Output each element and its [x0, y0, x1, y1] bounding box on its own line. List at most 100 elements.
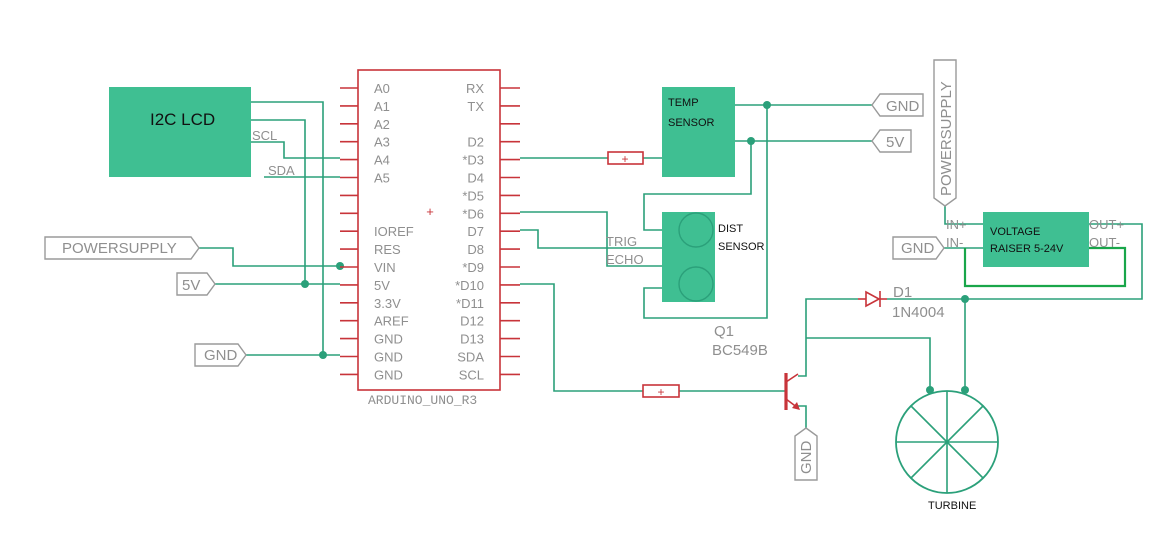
resistor-d10: +: [642, 384, 680, 399]
diode-d1: D1 1N4004: [858, 284, 945, 321]
arduino-right-pin-label: D2: [467, 135, 484, 150]
arduino-right-pin-label: D7: [467, 224, 484, 239]
wire-d7-trig: [520, 229, 662, 249]
arduino-left-pin-label: AREF: [374, 314, 409, 329]
voltage-raiser-in-minus: IN-: [946, 235, 963, 250]
arduino-right-pin-label: D4: [467, 171, 484, 186]
i2c-lcd: I2C LCD SCL SDA: [109, 87, 295, 178]
wire-powersupply-vin: [199, 247, 340, 267]
arduino-right-pin-label: *D5: [462, 188, 484, 203]
wires: [199, 101, 1143, 428]
port-powersupply-left: POWERSUPPLY: [44, 236, 200, 260]
arduino-right-pin-label: SCL: [459, 367, 484, 382]
port-gnd-raiser: GND: [892, 236, 945, 260]
junction-dots: [301, 101, 969, 394]
arduino-name: ARDUINO_UNO_R3: [368, 393, 477, 408]
wire-lcd-vcc: [251, 119, 306, 284]
voltage-raiser-out-plus: OUT+: [1089, 217, 1124, 232]
transistor-collector-leg: [785, 373, 799, 383]
port-powersupply-top: POWERSUPPLY: [933, 59, 957, 207]
arduino-left-pin-label: A3: [374, 135, 390, 150]
arduino-right-pin-label: D13: [460, 332, 484, 347]
wire-collector-turbine: [806, 337, 931, 390]
arduino-left-pin-label: A0: [374, 81, 390, 96]
dist-sensor-echo-label: ECHO: [606, 252, 644, 267]
temp-sensor-body: [662, 87, 735, 177]
port-5v-left: 5V: [176, 272, 216, 296]
dist-sensor: DIST SENSOR TRIG ECHO: [606, 212, 765, 302]
port-5v-left-label: 5V: [182, 277, 200, 294]
resistor-d10-mark: +: [657, 385, 664, 399]
lcd-body: [109, 87, 251, 177]
resistor-d3-body: [607, 151, 644, 165]
arduino-left-pin-label: GND: [374, 350, 403, 365]
arduino-left-pin-label: A5: [374, 171, 390, 186]
arduino-right-pin-label: RX: [466, 81, 484, 96]
transistor-emitter-arrow: [792, 402, 800, 410]
voltage-raiser-line1: VOLTAGE: [990, 226, 1040, 238]
arduino-left-pin-label: A1: [374, 99, 390, 114]
port-gnd-left: GND: [194, 343, 247, 367]
voltage-raiser-body: [983, 212, 1089, 267]
dist-sensor-receiver: [678, 266, 714, 302]
port-powersupply-left-label: POWERSUPPLY: [62, 240, 177, 257]
arduino-left-pin-label: VIN: [374, 260, 396, 275]
wire-d10-resistor: [520, 283, 643, 392]
transistor-part: BC549B: [712, 342, 768, 359]
temp-sensor-line1: TEMP: [668, 97, 699, 109]
temp-sensor-line2: SENSOR: [668, 117, 715, 129]
arduino-right-pin-label: *D6: [462, 206, 484, 221]
wire-lcd-scl: [251, 141, 340, 159]
wire-emitter-gnd: [798, 405, 807, 428]
lcd-scl-label: SCL: [252, 128, 277, 143]
diode-part: 1N4004: [892, 304, 945, 321]
wire-d6-echo: [520, 211, 662, 267]
turbine-label: TURBINE: [928, 500, 976, 512]
voltage-raiser-in-plus: IN+: [946, 217, 967, 232]
arduino-right-pin-label: SDA: [457, 350, 484, 365]
diode-name: D1: [893, 284, 912, 301]
port-5v-temp-label: 5V: [886, 134, 904, 151]
arduino-right-pin-label: *D10: [455, 278, 484, 293]
voltage-raiser-line2: RAISER 5-24V: [990, 243, 1064, 255]
port-gnd-temp-label: GND: [886, 98, 920, 115]
wire-gnd-dist: [643, 105, 768, 319]
wire-lcd-gnd: [251, 101, 324, 355]
lcd-title: I2C LCD: [150, 110, 215, 129]
transistor-q1: Q1 BC549B: [712, 323, 800, 410]
arduino-left-pin-label: RES: [374, 242, 401, 257]
diode-triangle: [865, 290, 881, 308]
port-gnd-raiser-label: GND: [901, 240, 935, 257]
dist-sensor-trig-label: TRIG: [606, 234, 637, 249]
port-gnd-left-label: GND: [204, 347, 238, 364]
dist-sensor-body: [662, 212, 715, 302]
arduino-left-pin-label: 3.3V: [374, 296, 401, 311]
arduino-left-pin-label: GND: [374, 332, 403, 347]
arduino-body: [357, 69, 501, 391]
arduino-left-pin-label: IOREF: [374, 224, 414, 239]
arduino-left-pin-label: A2: [374, 117, 390, 132]
wire-5v-dist: [643, 141, 752, 231]
arduino-left-pin-label: GND: [374, 367, 403, 382]
dist-sensor-line2: SENSOR: [718, 241, 765, 253]
resistor-d3-mark: +: [621, 152, 628, 166]
port-5v-temp: 5V: [871, 129, 912, 153]
voltage-raiser-out-minus: OUT-: [1089, 235, 1120, 250]
arduino-left-pin-label: A4: [374, 153, 390, 168]
arduino-right-pin-label: *D3: [462, 153, 484, 168]
temp-sensor: TEMP SENSOR: [662, 87, 735, 177]
transistor-name: Q1: [714, 323, 734, 340]
arduino-right-pin-label: *D11: [456, 296, 484, 311]
resistor-d3: +: [607, 151, 644, 166]
arduino-right-pin-label: TX: [467, 99, 484, 114]
dist-sensor-line1: DIST: [718, 223, 743, 235]
arduino-left-pin-label: 5V: [374, 278, 390, 293]
port-gnd-temp: GND: [871, 93, 924, 117]
arduino-origin-mark: +: [426, 204, 434, 219]
voltage-raiser: VOLTAGE RAISER 5-24V IN+ IN- OUT+ OUT-: [946, 212, 1124, 267]
arduino-right-pin-label: D12: [460, 314, 484, 329]
wire-raiser-loop: [963, 246, 1127, 288]
arduino-right-pin-label: D8: [467, 242, 484, 257]
